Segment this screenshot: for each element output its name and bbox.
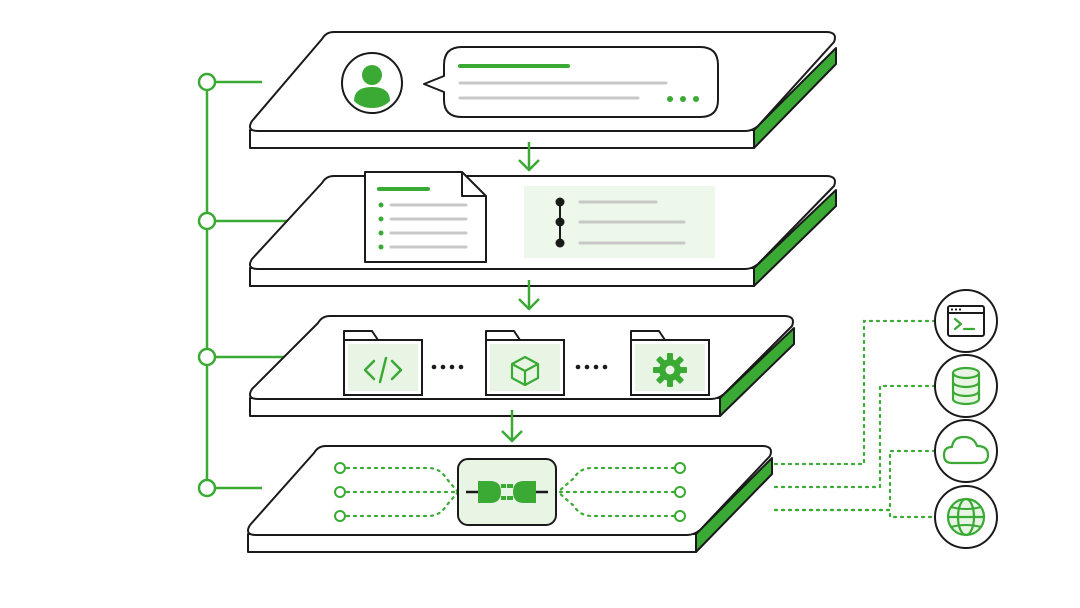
dotted-link <box>575 364 608 370</box>
flow-arrow-3 <box>501 410 523 443</box>
rail-node-2 <box>197 211 217 231</box>
layer-front <box>249 129 755 149</box>
layer-front <box>249 267 755 287</box>
signal-lines <box>345 466 676 518</box>
package-folder-icon <box>485 330 565 396</box>
code-folder-icon <box>343 330 423 396</box>
terminal-icon <box>934 289 998 353</box>
document-icon <box>364 171 487 263</box>
layer-link-rail <box>197 72 290 498</box>
chat-bubble-icon <box>423 46 719 118</box>
service-links <box>773 319 936 519</box>
gear-icon <box>653 353 687 387</box>
plug-connector-icon <box>457 458 557 526</box>
rail-node-3 <box>197 347 217 367</box>
dotted-link <box>431 364 464 370</box>
signal-nodes <box>334 462 686 522</box>
rail-node-1 <box>197 72 217 92</box>
rail-node-4 <box>197 478 217 498</box>
layer-front <box>247 533 697 553</box>
timeline-list-icon <box>524 186 715 258</box>
layer-front <box>249 397 721 417</box>
globe-icon <box>934 485 998 549</box>
docs-layer <box>249 171 837 287</box>
cloud-icon <box>934 419 998 483</box>
flow-arrow-1 <box>518 142 540 172</box>
user-avatar-icon <box>341 52 403 114</box>
modules-layer <box>249 315 795 417</box>
database-icon <box>934 354 998 418</box>
settings-folder-icon <box>630 330 710 396</box>
connector-layer <box>247 445 773 553</box>
flow-arrow-2 <box>518 280 540 311</box>
chat-layer <box>249 31 837 149</box>
